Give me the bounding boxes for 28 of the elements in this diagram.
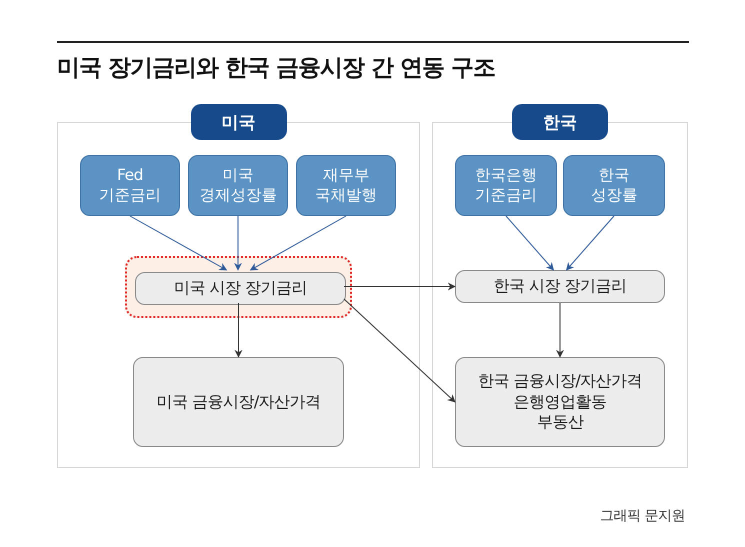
- factor-box: 미국 경제성장률: [188, 155, 288, 216]
- process-box: 미국 시장 장기금리: [135, 272, 346, 305]
- arrow: [556, 302, 564, 358]
- arrow: [344, 298, 456, 403]
- arrow: [506, 216, 554, 271]
- credit-note: 그래픽 문지원: [600, 507, 685, 525]
- title: 미국 장기금리와 한국 금융시장 간 연동 구조: [57, 54, 496, 83]
- node-text: 부동산: [536, 412, 584, 434]
- factor-box: Fed 기준금리: [80, 155, 180, 216]
- factor-box: 재무부 국채발행: [296, 155, 396, 216]
- arrow: [566, 216, 614, 271]
- factor-box: 한국은행 기준금리: [455, 155, 557, 216]
- process-box: [455, 357, 665, 447]
- arrow: [234, 302, 242, 358]
- country-panel: [57, 104, 420, 468]
- arrow: [344, 282, 456, 290]
- highlight-region: [125, 256, 352, 318]
- node-text: 한국 금융시장/자산가격: [478, 370, 642, 392]
- node-text: 은행영업활동: [514, 392, 606, 412]
- process-box: 한국 시장 장기금리: [455, 270, 665, 303]
- country-heading: 미국: [190, 104, 286, 140]
- country-heading: 한국: [512, 104, 608, 140]
- process-box: 미국 금융시장/자산가격: [133, 357, 344, 447]
- arrow: [250, 216, 346, 270]
- factor-box: 한국 성장률: [563, 155, 665, 216]
- arrow: [234, 216, 242, 271]
- arrow: [130, 216, 228, 270]
- country-panel: [432, 104, 688, 468]
